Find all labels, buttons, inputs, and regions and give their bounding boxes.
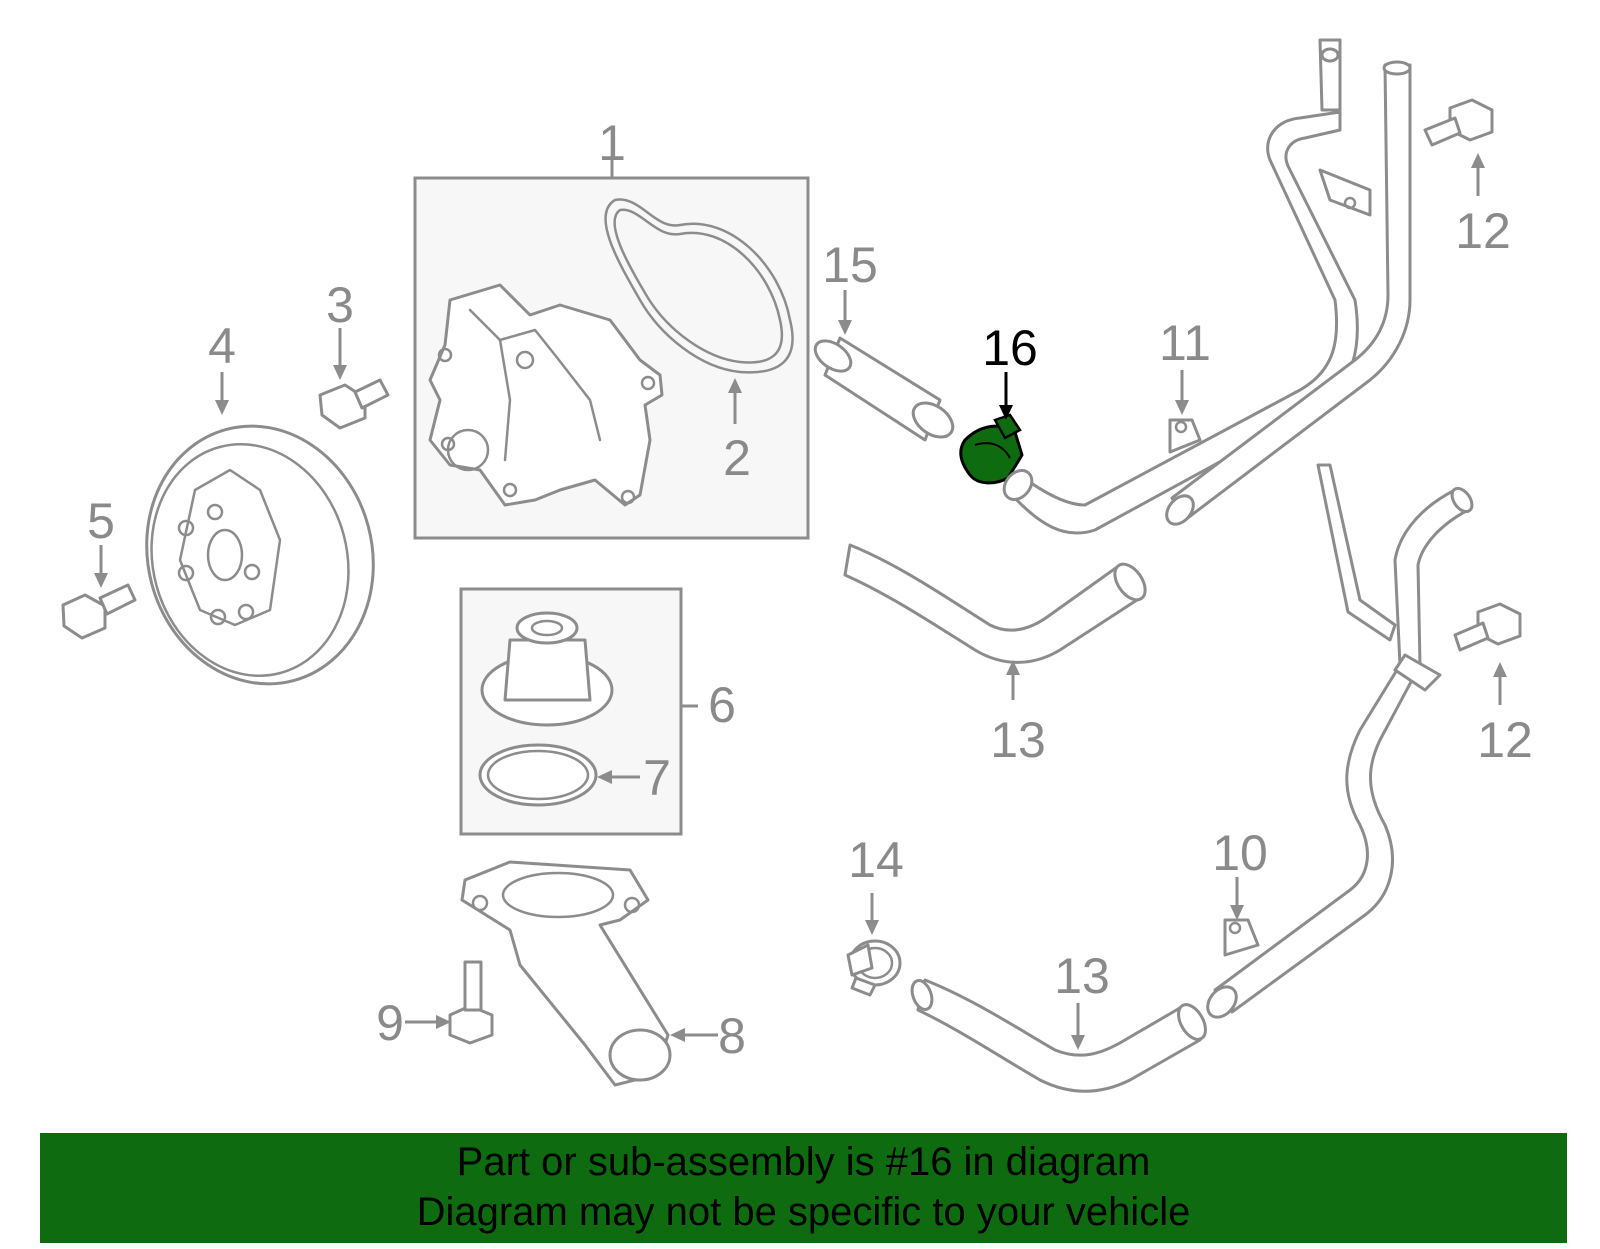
- clamp-16-group: 16: [959, 320, 1038, 485]
- callout-7: 7: [643, 750, 671, 806]
- thermostat-seal: [478, 743, 598, 807]
- callout-12-lower: 12: [1477, 712, 1533, 768]
- pump-gasket: [604, 198, 794, 374]
- callout-5: 5: [87, 493, 115, 549]
- water-outlet-group: 9 8: [376, 860, 746, 1087]
- hose-13-upper-group: 13: [843, 543, 1147, 768]
- pulley-group: 4: [145, 318, 375, 686]
- info-banner: Part or sub-assembly is #16 in diagram D…: [40, 1133, 1567, 1243]
- callout-4: 4: [208, 318, 236, 374]
- hose-15-group: 15: [813, 237, 955, 442]
- bolt-12-upper-group: 12: [1423, 98, 1511, 259]
- pulley: [145, 424, 375, 686]
- hose-13-lower-group: 13: [910, 948, 1207, 1093]
- water-pump-group: 2 1: [413, 115, 810, 540]
- pipe-11-group: 11: [1002, 38, 1412, 535]
- callout-9: 9: [376, 995, 404, 1051]
- hose-13-upper: [843, 543, 1142, 664]
- callout-10: 10: [1212, 825, 1268, 881]
- callout-14: 14: [848, 832, 904, 888]
- bolt-5-group: 5: [61, 493, 137, 640]
- callout-2: 2: [723, 430, 751, 486]
- callout-8: 8: [718, 1008, 746, 1064]
- callout-13-upper: 13: [990, 712, 1046, 768]
- banner-line-1: Part or sub-assembly is #16 in diagram: [456, 1140, 1151, 1184]
- callout-3: 3: [326, 277, 354, 333]
- bolt-3-group: 3: [318, 277, 390, 430]
- callout-1: 1: [598, 115, 626, 171]
- callout-11: 11: [1159, 315, 1211, 371]
- callout-12-upper: 12: [1455, 203, 1511, 259]
- clamp-14-group: 14: [846, 832, 904, 997]
- bolt-5: [61, 593, 107, 640]
- callout-6: 6: [708, 677, 736, 733]
- bolt-3: [318, 383, 367, 430]
- callout-16: 16: [982, 320, 1038, 376]
- banner-line-2: Diagram may not be specific to your vehi…: [416, 1190, 1191, 1234]
- pipe-10-group: 10: [1206, 463, 1474, 1019]
- bolt-12-lower-group: 12: [1453, 602, 1533, 768]
- thermostat-group: 6 7: [459, 587, 736, 836]
- callout-15: 15: [822, 237, 878, 293]
- bolt-9: [448, 1004, 494, 1045]
- clamp-16: [959, 424, 1024, 485]
- callout-13-lower: 13: [1054, 948, 1110, 1004]
